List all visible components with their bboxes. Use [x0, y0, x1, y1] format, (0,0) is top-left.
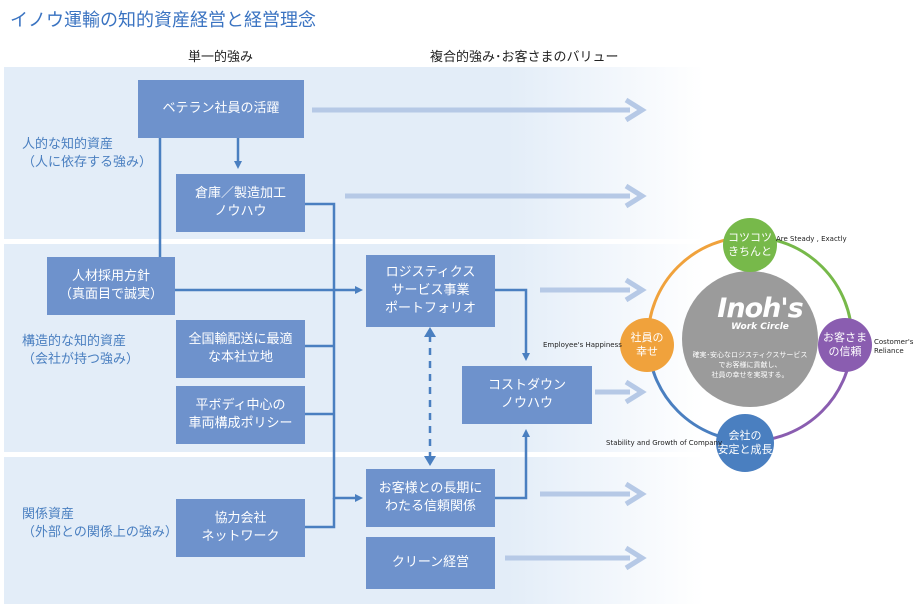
box-warehouse: 倉庫／製造加工 ノウハウ — [176, 174, 305, 232]
box-partner-label: 協力会社 ネットワーク — [201, 511, 280, 544]
logo-mark: Inoh's — [692, 295, 828, 323]
bracket-to-logistics — [305, 202, 363, 294]
box-clean-label: クリーン経営 — [391, 555, 470, 570]
box-clean: クリーン経営 — [366, 537, 495, 589]
arrow-logistics-costdown — [495, 288, 530, 361]
category-human: 人的な知的資産 （人に依存する強み） — [22, 137, 153, 170]
connector-partner — [305, 498, 336, 529]
caption-happiness: Employee's Happiness — [543, 341, 622, 349]
center-gray-circle — [682, 271, 818, 407]
node-happiness: 社員の 幸せ — [620, 318, 674, 372]
box-veteran-label: ベテラン社員の活躍 — [162, 101, 280, 116]
box-national: 全国輸配送に最適 な本社立地 — [176, 320, 305, 378]
node-stability: 会社の 安定と成長 — [716, 414, 774, 472]
caption-stability: Stability and Growth of Company — [606, 439, 723, 447]
logo-subtitle: Work Circle — [692, 322, 828, 332]
band-relational — [4, 457, 704, 604]
box-logistics-label: ロジスティクス サービス事業 ポートフォリオ — [384, 265, 476, 316]
box-flatbody: 平ボディ中心の 車両構成ポリシー — [176, 386, 305, 444]
box-hiring: 人材採用方針 （真面目で誠実） — [47, 257, 175, 315]
logo-main-text: Inoh's — [717, 293, 803, 324]
box-flatbody-label: 平ボディ中心の 車両構成ポリシー — [188, 398, 293, 431]
category-relational: 関係資産 （外部との関係上の強み） — [22, 507, 178, 540]
band-human — [4, 67, 704, 239]
box-national-label: 全国輸配送に最適 な本社立地 — [188, 332, 293, 365]
bracket-to-trust — [332, 290, 363, 502]
box-logistics: ロジスティクス サービス事業 ポートフォリオ — [366, 255, 495, 327]
box-veteran: ベテラン社員の活躍 — [138, 80, 304, 138]
arrow-trust-costdown — [495, 429, 530, 500]
center-mission-text: 確実･安心なロジスティクスサービス でお客様に貢献し、 社員の幸せを実現する。 — [692, 351, 808, 379]
box-trust-label: お客様との長期に わたる信頼関係 — [378, 481, 483, 514]
column-header-composite: 複合的強み･お客さまのバリュー — [430, 50, 619, 65]
page-title: イノウ運輸の知的資産経営と経営理念 — [10, 10, 316, 31]
caption-reliance: Costomer's Reliance — [874, 338, 914, 355]
category-structural: 構造的な知的資産 （会社が持つ強み） — [22, 334, 140, 367]
box-partner: 協力会社 ネットワーク — [176, 499, 305, 557]
box-warehouse-label: 倉庫／製造加工 ノウハウ — [194, 186, 286, 219]
node-reliance: お客さま の信頼 — [818, 318, 872, 372]
box-trust: お客様との長期に わたる信頼関係 — [366, 469, 495, 527]
logo-sub-text: Work Circle — [731, 322, 789, 332]
dashed-arrowhead-up — [424, 327, 436, 337]
column-header-single: 単一的強み — [188, 50, 254, 65]
box-costdown: コストダウン ノウハウ — [462, 366, 592, 424]
box-hiring-label: 人材採用方針 （真面目で誠実） — [58, 269, 163, 302]
caption-steady: Are Steady , Exactly — [776, 235, 847, 243]
outbound-arrows — [312, 97, 647, 571]
dashed-arrowhead-down — [424, 456, 436, 466]
node-steady: コツコツ きちんと — [723, 218, 777, 272]
box-costdown-label: コストダウン ノウハウ — [487, 378, 566, 411]
